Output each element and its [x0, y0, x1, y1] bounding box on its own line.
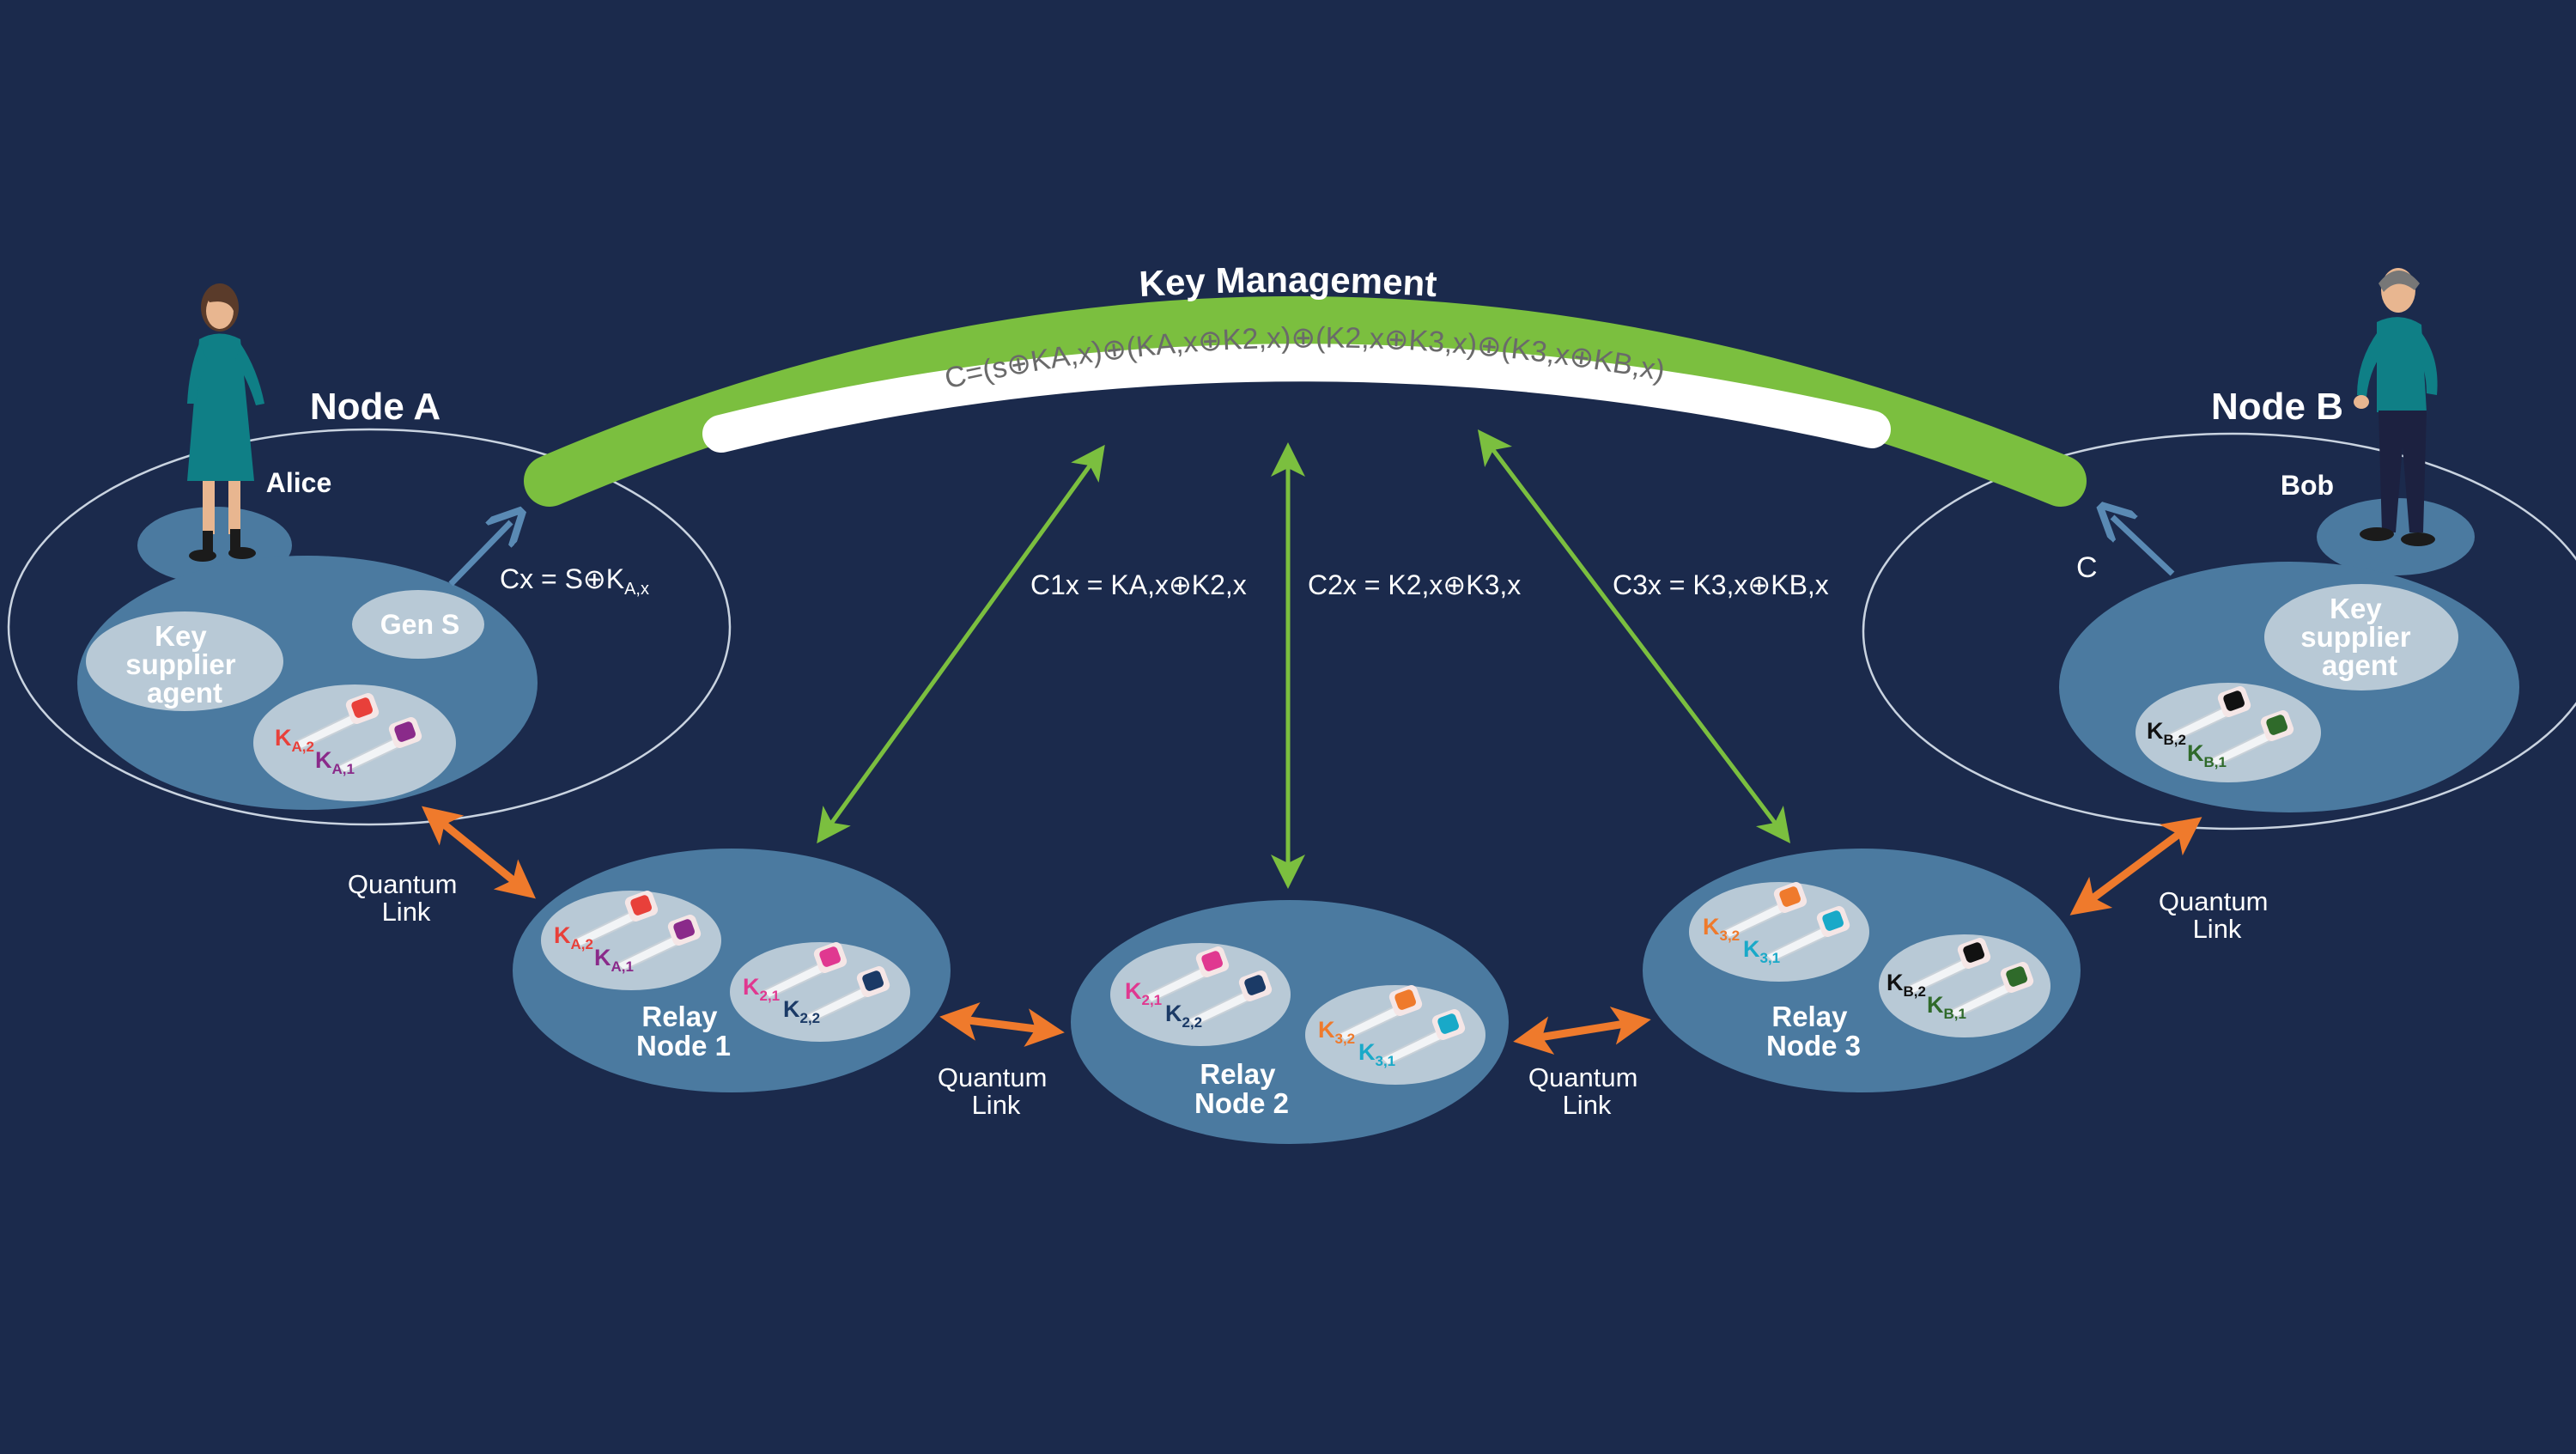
relay-1-right-key-label-2: K2,2 [783, 996, 820, 1026]
relay-2-right-key-label-2: K3,1 [1358, 1039, 1395, 1069]
relay-node-1-keys-left [541, 891, 721, 990]
key-management: Key Management C=(s⊕KA,x)⊕(KA,x⊕K2,x)⊕(K… [524, 259, 2087, 507]
relay-3-left-key-label-1: K3,2 [1703, 914, 1740, 944]
node-b-keys-blob [2136, 683, 2321, 782]
node-a-boundary [7, 428, 732, 826]
node-a-keys: KA,2KA,1 [275, 693, 422, 777]
node-b-output-arrow [2112, 517, 2175, 576]
relay-node-2-keyset-left: K2,1K2,2 [1125, 946, 1273, 1031]
relay-1-left-key-icon-1 [572, 891, 659, 948]
quantum-links: Quantum Link Quantum Link Quantum Link Q… [348, 806, 2275, 1120]
relay-3-left-key-label-2: K3,1 [1743, 936, 1780, 966]
relay-2-right-key-label-1: K3,2 [1318, 1017, 1355, 1047]
relay-node-1-keyset-right: K2,1K2,2 [743, 942, 890, 1026]
relay-node-1-keys-right [730, 942, 910, 1042]
node-a-key-label-1: KA,2 [275, 725, 314, 755]
cipher-label-3: C3x = K3,x⊕KB,x [1613, 569, 1829, 600]
node-b-cipher: C [2076, 551, 2098, 584]
key-management-title: Key Management [1138, 259, 1438, 304]
relay-2-left-key-label-2: K2,2 [1165, 1001, 1202, 1031]
cipher-label-2: C2x = K2,x⊕K3,x [1308, 569, 1521, 600]
relay-3-right-key-icon-1 [1905, 938, 1991, 995]
node-b-agent-blob [2264, 584, 2458, 690]
node-b-key-label-2: KB,1 [2187, 740, 2227, 770]
relay-node-2: Relay Node 2 K2,1K2,2 K3,2K3,1 [1071, 900, 1509, 1144]
key-arrow-relay-3 [1477, 429, 1791, 843]
relay-2-left-key-icon-2 [1186, 970, 1273, 1028]
node-b-pedestal [2317, 498, 2475, 575]
node-b: Node B Bob Key supplier agent KB,2KB,1 C [1862, 268, 2576, 830]
quantum-link-arrow-a-r1 [422, 806, 536, 899]
relay-node-1-keyset-left: KA,2KA,1 [554, 891, 702, 975]
bob-figure [2354, 268, 2438, 546]
key-arrow-relay-1 [817, 444, 1105, 844]
node-b-body [2059, 562, 2519, 812]
relay-2-right-key-icon-1 [1336, 985, 1423, 1043]
node-b-title: Node B [2211, 386, 2343, 428]
relay-node-2-keyset-right: K3,2K3,1 [1318, 985, 1466, 1069]
node-a: Node A Alice Key supplier agent Gen S KA… [7, 283, 732, 826]
relay-2-left-key-label-1: K2,1 [1125, 978, 1162, 1008]
node-a-key-icon-2 [336, 717, 422, 775]
node-a-title: Node A [310, 386, 440, 428]
relay-1-right-key-icon-1 [761, 942, 848, 1000]
node-a-key-icon-1 [293, 693, 380, 751]
node-a-cipher: Cx = S⊕KA,x [500, 563, 649, 599]
gen-s-label: Gen S [380, 609, 459, 640]
node-a-key-label-2: KA,1 [315, 747, 355, 777]
relay-1-right-key-icon-2 [804, 966, 890, 1024]
alice-figure [187, 283, 264, 562]
quantum-link-arrow-r1-r2 [939, 1002, 1065, 1047]
node-b-agent-label: Key supplier agent [2300, 593, 2419, 681]
relay-3-left-key-icon-2 [1764, 906, 1850, 964]
relay-2-right-key-icon-2 [1379, 1009, 1466, 1067]
node-a-gen-blob [352, 590, 484, 659]
relay-1-left-key-icon-2 [615, 915, 702, 972]
quantum-link-label-2: Quantum Link [938, 1062, 1054, 1120]
quantum-link-label-3: Quantum Link [1528, 1062, 1645, 1120]
relay-node-3-keyset-left: K3,2K3,1 [1703, 882, 1850, 966]
node-a-keys-blob [253, 684, 456, 801]
relay-node-2-title: Relay Node 2 [1194, 1058, 1289, 1119]
relay-3-right-key-label-1: KB,2 [1886, 970, 1926, 1000]
node-a-agent-label: Key supplier agent [125, 620, 244, 709]
quantum-link-label-1: Quantum Link [348, 869, 465, 927]
node-b-boundary [1862, 432, 2576, 830]
relay-1-left-key-label-1: KA,2 [554, 922, 593, 952]
node-b-key-label-1: KB,2 [2147, 718, 2186, 748]
relay-node-1-title: Relay Node 1 [636, 1001, 731, 1062]
key-management-inner-band [702, 344, 1891, 453]
relay-node-3-title: Relay Node 3 [1766, 1001, 1861, 1062]
node-b-keys: KB,2KB,1 [2147, 686, 2294, 770]
relay-2-left-key-icon-1 [1143, 946, 1230, 1004]
relay-node-3-keys-right [1879, 934, 2050, 1037]
relay-1-right-key-label-1: K2,1 [743, 974, 780, 1004]
quantum-link-label-4: Quantum Link [2159, 886, 2275, 944]
relay-node-2-keys-left [1110, 943, 1291, 1046]
relay-node-3-keys-left [1689, 882, 1869, 982]
node-b-key-icon-2 [2208, 710, 2294, 768]
alice-label: Alice [266, 467, 331, 498]
quantum-link-arrow-r2-r3 [1513, 1007, 1651, 1055]
relay-node-1: Relay Node 1 KA,2KA,1 K2,1K2,2 [513, 849, 951, 1092]
relay-node-2-keys-right [1305, 985, 1485, 1085]
quantum-link-arrow-r3-b [2069, 817, 2202, 916]
relay-3-right-key-label-2: KB,1 [1927, 992, 1966, 1022]
node-b-key-icon-1 [2165, 686, 2251, 744]
node-a-output-arrow [448, 522, 511, 587]
key-management-arc [524, 296, 2087, 507]
key-distribution-arrows [817, 429, 1791, 889]
relay-3-right-key-icon-2 [1947, 962, 2034, 1019]
node-a-agent-blob [86, 611, 283, 711]
cipher-label-1: C1x = KA,x⊕K2,x [1030, 569, 1247, 600]
relay-1-left-key-label-2: KA,1 [594, 945, 634, 975]
relay-node-3-keyset-right: KB,2KB,1 [1886, 938, 2034, 1022]
relay-3-left-key-icon-1 [1721, 882, 1807, 940]
relay-node-3: Relay Node 3 K3,2K3,1 KB,2KB,1 [1643, 849, 2081, 1092]
bob-label: Bob [2281, 470, 2334, 501]
